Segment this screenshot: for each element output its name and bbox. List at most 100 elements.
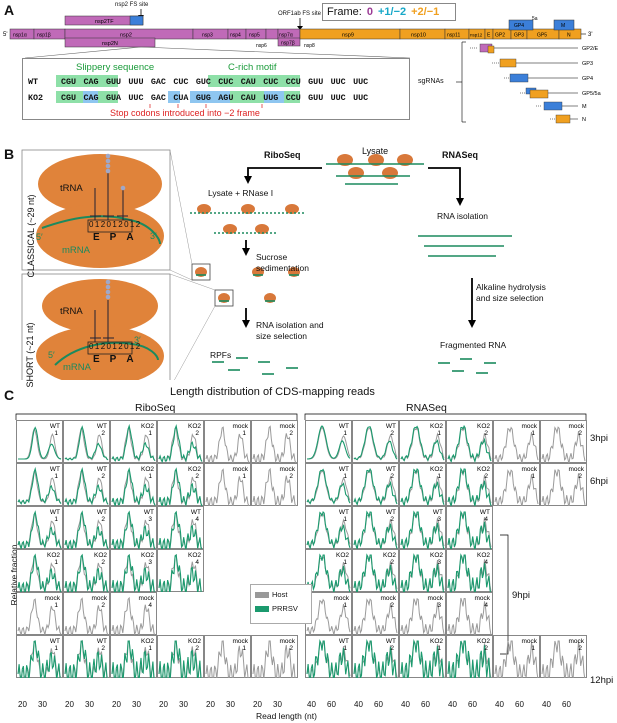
ko2-codon: CAU — [240, 93, 256, 103]
histogram-cell: WT1 — [16, 420, 63, 463]
host-curve — [17, 471, 62, 504]
host-curve — [307, 426, 351, 460]
ko2-label: KO2 — [28, 93, 44, 103]
svg-text:GP3: GP3 — [582, 61, 593, 67]
frame-digit: 0 — [124, 342, 129, 351]
host-curve — [541, 640, 586, 678]
prrsv-curve — [64, 553, 109, 592]
wt-codon: GUU — [308, 77, 324, 87]
wt-codon: CCU — [285, 77, 301, 87]
prrsv-curve — [158, 640, 202, 678]
histogram-cell: WT3 — [399, 506, 446, 549]
host-curve — [17, 598, 62, 635]
prrsv-curve — [353, 638, 397, 678]
host-curve — [252, 640, 296, 678]
host-curve — [111, 596, 156, 635]
ribosome-schematics — [21, 149, 512, 380]
x-tick: 20 — [18, 700, 27, 709]
frame-legend: Frame: 0 +1/−2 +2/−1 — [322, 3, 456, 21]
svg-text:nsp6: nsp6 — [256, 43, 267, 49]
prrsv-curve — [158, 423, 203, 463]
cell-replicate-label: 2 — [390, 559, 394, 566]
cell-condition-label: KO2 — [188, 552, 201, 559]
cell-replicate-label: 1 — [148, 473, 152, 480]
x-tick: 60 — [468, 700, 477, 709]
prrsv-curve — [18, 426, 62, 460]
panel-b-letter: B — [4, 146, 15, 162]
cell-condition-label: WT — [339, 638, 349, 645]
svg-text:nsp8: nsp8 — [304, 43, 315, 49]
ko2-codon: CAG — [83, 93, 99, 103]
histogram-cell: WT1 — [16, 506, 63, 549]
cell-condition-label: KO2 — [141, 466, 154, 473]
cell-condition-label: mock — [333, 595, 349, 602]
three-prime-2: 3′ — [134, 335, 141, 345]
frame-digit: 1 — [112, 220, 117, 229]
cell-replicate-label: 1 — [54, 602, 58, 609]
cell-replicate-label: 1 — [437, 430, 441, 437]
histogram-cell: WT2 — [352, 506, 399, 549]
cell-condition-label: WT — [339, 466, 349, 473]
ko2-codon: UUC — [128, 93, 144, 103]
cell-replicate-label: 2 — [390, 473, 394, 480]
five-prime-1: 5′ — [36, 232, 43, 242]
cell-replicate-label: 3 — [437, 602, 441, 609]
ko2-codon: GUG — [195, 93, 211, 103]
prrsv-curve — [306, 510, 351, 549]
ko2-codon: GAC — [150, 93, 166, 103]
svg-text:nsp2: nsp2 — [120, 33, 132, 39]
svg-text:nsp1α: nsp1α — [13, 33, 27, 39]
frame-digit: 2 — [118, 220, 123, 229]
histogram-cell: WT2 — [63, 420, 110, 463]
histogram-cell: WT1 — [16, 463, 63, 506]
ko2-codon: AGU — [218, 93, 234, 103]
prrsv-curve — [111, 510, 156, 549]
prrsv-curve — [306, 425, 351, 460]
x-tick: 20 — [253, 700, 262, 709]
cell-condition-label: mock — [568, 638, 584, 645]
ko2-codon: UUC — [330, 93, 346, 103]
prrsv-curve — [400, 553, 445, 592]
prrsv-curve — [158, 510, 203, 549]
cell-condition-label: KO2 — [477, 638, 490, 645]
site-label: E — [93, 354, 100, 365]
cell-condition-label: KO2 — [477, 466, 490, 473]
cell-condition-label: KO2 — [477, 552, 490, 559]
wt-codon: CGU — [61, 77, 77, 87]
three-prime-label: 3' — [588, 32, 592, 38]
x-tick: 30 — [85, 700, 94, 709]
cell-replicate-label: 1 — [531, 430, 535, 437]
panel-c-letter: C — [4, 387, 15, 403]
cell-replicate-label: 1 — [242, 473, 246, 480]
frame-digit: 1 — [112, 342, 117, 351]
cell-condition-label: KO2 — [430, 552, 443, 559]
read-length-label: Read length (nt) — [256, 711, 317, 721]
x-tick: 60 — [515, 700, 524, 709]
host-curve — [447, 597, 492, 635]
frame-digit: 1 — [94, 342, 100, 351]
host-curve — [252, 425, 297, 463]
x-tick: 40 — [448, 700, 457, 709]
cell-replicate-label: 4 — [484, 559, 488, 566]
x-tick: 40 — [401, 700, 410, 709]
cell-condition-label: mock — [474, 595, 490, 602]
histogram-cell: WT1 — [305, 420, 352, 463]
cell-replicate-label: 2 — [390, 602, 394, 609]
rnaseq-title: RNASeq — [406, 402, 447, 414]
wt-codon: GUC — [195, 77, 211, 87]
cell-replicate-label: 2 — [289, 473, 293, 480]
